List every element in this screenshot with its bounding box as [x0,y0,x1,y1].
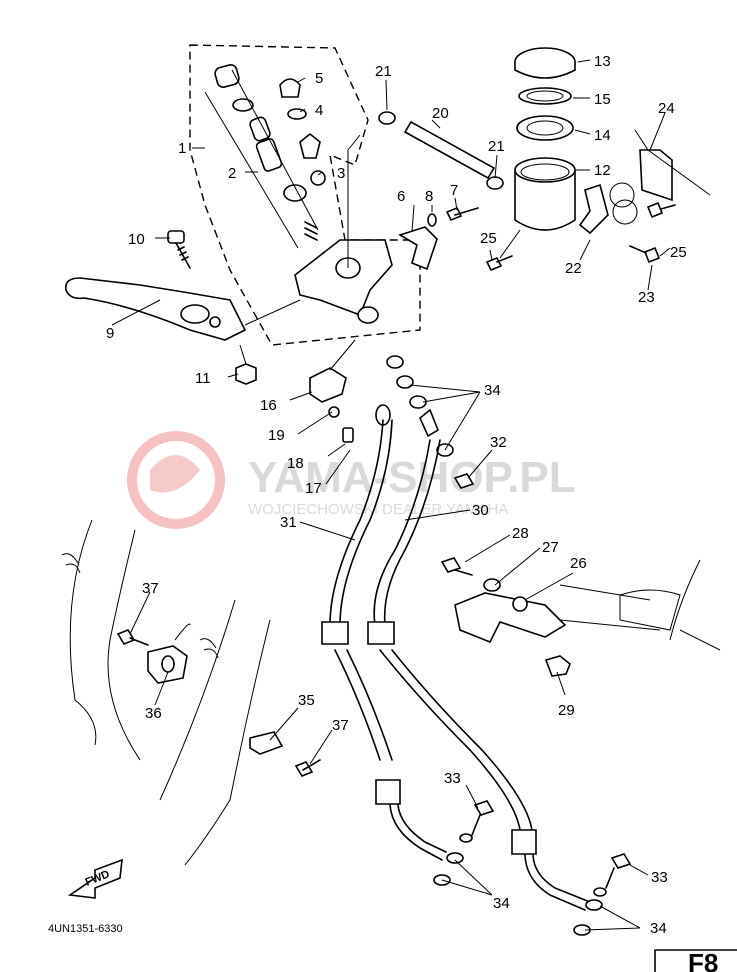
callout-7: 7 [450,182,458,199]
callout-30: 30 [472,502,489,519]
callout-21b: 21 [488,138,505,155]
callout-4: 4 [315,102,323,119]
lever-pivot-hardware [167,230,257,385]
lower-hardware [433,800,632,936]
callout-36: 36 [145,705,162,722]
callout-34a: 34 [484,382,501,399]
callout-17: 17 [305,480,322,497]
callout-34b: 34 [493,895,510,912]
callout-1: 1 [178,140,186,157]
callout-29: 29 [558,702,575,719]
reservoir-assembly [499,47,576,259]
callout-13: 13 [594,53,611,70]
callout-18: 18 [287,455,304,472]
callout-10: 10 [128,231,145,248]
bracket-screws [398,206,513,272]
watermark: YAMA-SHOP.PL WOJCIECHOWSKI DEALER YAMAHA [127,431,576,529]
page-tag: F8 [654,948,737,972]
callout-8: 8 [425,188,433,205]
fwd-arrow: FWD [67,858,123,899]
callout-16: 16 [260,397,277,414]
callout-37a: 37 [142,580,159,597]
callout-2: 2 [228,165,236,182]
callout-35: 35 [298,692,315,709]
callout-12: 12 [594,162,611,179]
callout-32: 32 [490,434,507,451]
watermark-title: YAMA-SHOP.PL [248,453,576,502]
fork-outlines [61,519,721,866]
reservoir-hose [378,111,504,190]
callout-14: 14 [594,127,611,144]
callout-24: 24 [658,100,675,117]
callout-34c: 34 [650,920,667,937]
callout-6: 6 [397,188,405,205]
callout-28: 28 [512,525,529,542]
upper-washers [375,355,454,457]
watermark-logo [127,431,225,529]
callout-37b: 37 [332,717,349,734]
callout-labels: 1 2 3 4 5 6 7 8 9 10 11 12 13 14 15 16 1… [106,53,687,937]
callout-19: 19 [268,427,285,444]
callout-11: 11 [195,370,211,387]
callout-33a: 33 [444,770,461,787]
callout-26: 26 [570,555,587,572]
callout-21a: 21 [375,63,392,80]
page-tag-label: F8 [688,948,718,972]
piston-kit [204,64,326,249]
callout-23: 23 [638,289,655,306]
master-cylinder-body [294,134,393,324]
brake-switch [309,339,356,443]
brake-hoses [321,419,591,911]
callout-15: 15 [594,91,611,108]
callout-9: 9 [106,325,114,342]
callout-33b: 33 [651,869,668,886]
callout-27: 27 [542,539,559,556]
callout-22: 22 [565,260,582,277]
leader-lines [111,59,671,931]
callout-25a: 25 [480,230,497,247]
brake-lever [64,277,301,341]
hose-guides-left [116,623,321,777]
callout-5: 5 [315,70,323,87]
reservoir-bracket [578,129,711,264]
diagram-code: 4UN1351-6330 [48,923,123,935]
callout-20: 20 [432,105,449,122]
callout-25b: 25 [670,244,687,261]
callout-3: 3 [337,165,345,182]
callout-31: 31 [280,514,297,531]
